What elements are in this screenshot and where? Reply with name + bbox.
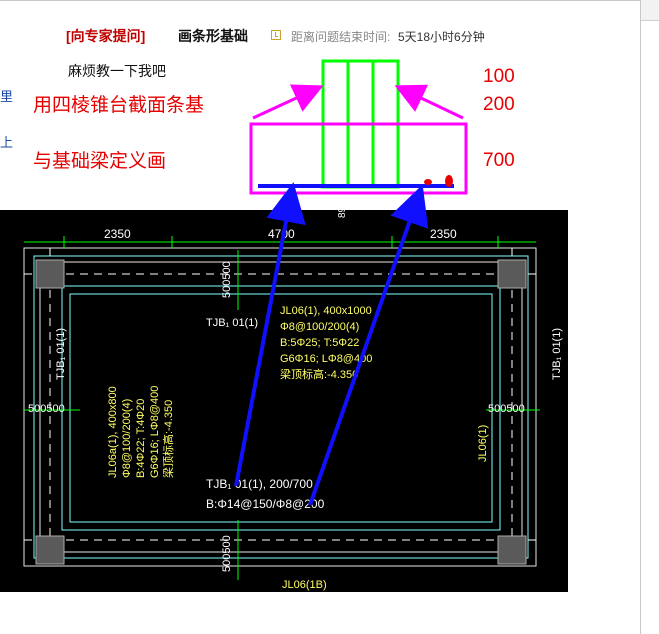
bottom-strip-spec-line: TJB₁ 01(1), 200/700 bbox=[206, 477, 313, 491]
column-corner bbox=[35, 259, 65, 289]
column-corner bbox=[497, 259, 527, 289]
dim-700-label: 700 bbox=[483, 150, 515, 171]
bottom-strip-spec-line: B:Φ14@150/Φ8@200 bbox=[206, 497, 325, 511]
top-strip-label: TJB₁ 01(1) bbox=[206, 317, 258, 329]
dim-top-mid: 4700 bbox=[268, 227, 295, 241]
right-strip-label: TJB₁ 01(1) bbox=[551, 328, 563, 380]
mark-dot bbox=[424, 179, 432, 185]
column-corner bbox=[35, 535, 65, 565]
magenta-arrow-right bbox=[394, 84, 464, 120]
left-beam-spec-line: B:4Φ22; T:4Φ20 bbox=[135, 399, 147, 478]
footing-outline-outer bbox=[23, 247, 537, 567]
cad-drawing-canvas: 2350 4700 2350 89 500500 500500 500500 5… bbox=[0, 206, 568, 592]
question-title: 画条形基础 bbox=[178, 28, 248, 44]
annotation-line-1: 用四棱锥台截面条基 bbox=[33, 95, 205, 116]
time-remaining-label: 距离问题结束时间: bbox=[291, 30, 391, 44]
side-link-fragment[interactable]: 上 bbox=[0, 135, 14, 150]
beam-right-label: JL06(1) bbox=[477, 425, 489, 462]
annotation-line-2: 与基础梁定义画 bbox=[33, 151, 167, 172]
dim-200-label: 200 bbox=[483, 94, 515, 115]
clock-icon bbox=[271, 30, 281, 40]
side-link-fragment[interactable]: 里 bbox=[0, 89, 14, 104]
column-corner bbox=[497, 535, 527, 565]
top-beam-spec-line: JL06(1), 400x1000 bbox=[280, 305, 372, 317]
top-beam-spec: JL06(1), 400x1000 Φ8@100/200(4) B:5Φ25; … bbox=[280, 305, 372, 381]
top-beam-spec-line: B:5Φ25; T:5Φ22 bbox=[280, 337, 359, 349]
left-beam-spec-line: Φ8@100/200(4) bbox=[121, 399, 133, 478]
partial-label: 89 bbox=[337, 210, 348, 218]
dim-vert-top: 500500 bbox=[221, 261, 233, 298]
dim-top-right: 2350 bbox=[430, 227, 457, 241]
beam-bottom-label: JL06(1B) bbox=[282, 579, 327, 591]
dim-top-left: 2350 bbox=[104, 227, 131, 241]
dim-100-label: 100 bbox=[483, 66, 515, 87]
ask-expert-link[interactable]: [向专家提问] bbox=[66, 28, 146, 44]
left-beam-spec: JL06a(1), 400x800 Φ8@100/200(4) B:4Φ22; … bbox=[107, 386, 175, 478]
question-text: 麻烦教一下我吧 bbox=[68, 63, 166, 79]
dim-vert-bottom: 500500 bbox=[221, 535, 233, 572]
scrollbar-tab[interactable] bbox=[641, 0, 659, 21]
beam-section-sketch bbox=[321, 59, 400, 189]
left-beam-spec-line: 梁顶标高:-4.350 bbox=[161, 400, 175, 478]
top-beam-spec-line: G6Φ16; LΦ8@400 bbox=[280, 353, 372, 365]
left-beam-spec-line: JL06a(1), 400x800 bbox=[107, 386, 119, 478]
left-beam-spec-line: G6Φ16; LΦ8@400 bbox=[149, 386, 161, 478]
magenta-arrow-left bbox=[252, 84, 324, 120]
top-beam-spec-line: 梁顶标高:-4.350 bbox=[280, 367, 358, 381]
mark-dot bbox=[445, 175, 453, 187]
top-beam-spec-line: Φ8@100/200(4) bbox=[280, 321, 359, 333]
top-divider bbox=[0, 0, 640, 1]
time-remaining-value: 5天18小时6分钟 bbox=[398, 30, 485, 44]
dim-side-right: 500500 bbox=[488, 403, 525, 415]
left-strip-label: TJB₁ 01(1) bbox=[55, 328, 67, 380]
dim-side-left: 500500 bbox=[28, 403, 65, 415]
right-divider bbox=[640, 0, 641, 634]
footing-section-sketch bbox=[249, 122, 468, 195]
